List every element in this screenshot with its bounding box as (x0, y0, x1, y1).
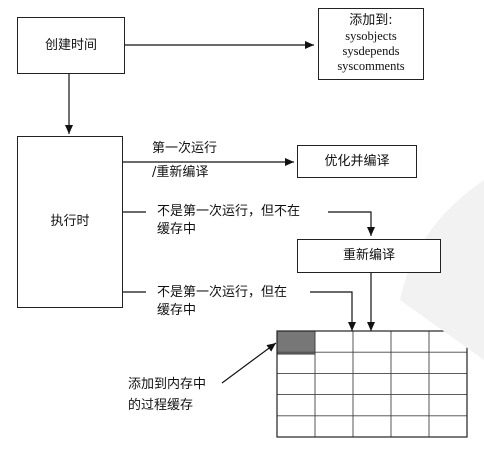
edge-label-cached-line2: 缓存中 (157, 302, 197, 320)
add-to-item-syscomments: syscomments (337, 59, 405, 73)
edge-label-not-cached-line2: 缓存中 (157, 221, 197, 239)
edge-label-add-to-cache: 添加到内存中 的过程缓存 (128, 376, 206, 415)
edge-label-first-run: 第一次运行 (152, 140, 217, 158)
edge-label-cached: 不是第一次运行，但在 缓存中 (157, 284, 288, 320)
arrow-not-cached-to-recompile-tail (328, 211, 375, 236)
create-time-label: 创建时间 (44, 36, 97, 55)
procedure-cache-grid (276, 330, 468, 438)
recompile-box: 重新编译 (297, 239, 441, 273)
edge-label-add-to-cache-line2: 的过程缓存 (128, 398, 194, 413)
cache-cell-highlighted (276, 330, 316, 355)
arrow-cached-to-grid (310, 291, 356, 331)
add-to-title: 添加到: (349, 13, 393, 28)
add-to-item-sysobjects: sysobjects (345, 29, 397, 43)
edge-label-first-run-2: /重新编译 (152, 164, 208, 182)
edge-label-first-run-line2: /重新编译 (152, 165, 209, 180)
add-to-item-sysdepends: sysdepends (342, 44, 400, 58)
edge-label-add-to-cache-line1: 添加到内存中 (128, 377, 207, 392)
arrow-add-to-cache (221, 342, 277, 384)
create-time-box: 创建时间 (17, 17, 125, 74)
optimize-compile-label: 优化并编译 (324, 152, 390, 171)
add-to-box: 添加到: sysobjects sysdepends syscomments (318, 8, 424, 80)
edge-label-first-run-line1: 第一次运行 (152, 141, 218, 156)
recompile-label: 重新编译 (342, 247, 395, 265)
watermark-shape (400, 180, 484, 360)
execute-time-box: 执行时 (17, 136, 123, 308)
execute-time-label: 执行时 (50, 213, 90, 231)
edge-label-cached-line1: 不是第一次运行，但在 (157, 285, 288, 300)
edge-label-not-cached: 不是第一次运行，但不在 缓存中 (157, 203, 301, 239)
edge-label-not-cached-line1: 不是第一次运行，但不在 (157, 204, 301, 219)
optimize-compile-box: 优化并编译 (297, 145, 417, 178)
